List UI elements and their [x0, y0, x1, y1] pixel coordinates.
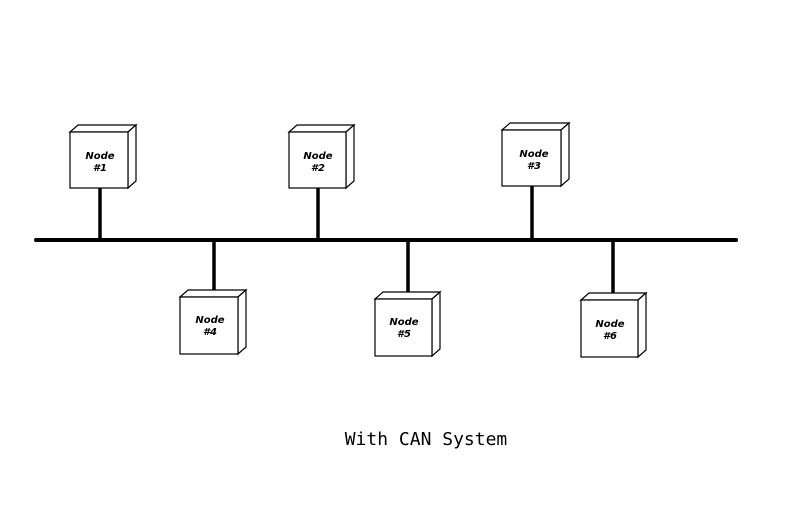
node-label-6-line2: #6: [603, 331, 617, 342]
node-box-2: Node #2: [287, 123, 356, 190]
node-label-5-line2: #5: [397, 329, 411, 340]
node-label-3-line2: #3: [527, 161, 541, 172]
node-label-2-line1: Node: [303, 151, 332, 162]
node-box-5: Node #5: [373, 290, 442, 358]
diagram-caption: With CAN System: [345, 429, 508, 450]
node-box-4: Node #4: [178, 288, 248, 356]
node-label-5-line1: Node: [389, 317, 418, 328]
node-label-6-line1: Node: [595, 319, 624, 330]
node-label-4-line2: #4: [203, 327, 217, 338]
node-box-6: Node #6: [579, 291, 648, 359]
node-label-1-line1: Node: [85, 151, 114, 162]
node-label-3-line1: Node: [519, 149, 548, 160]
node-box-3: Node #3: [500, 121, 571, 188]
node-label-1-line2: #1: [93, 163, 107, 174]
node-label-2-line2: #2: [311, 163, 325, 174]
node-box-1: Node #1: [68, 123, 138, 190]
node-label-4-line1: Node: [195, 315, 224, 326]
